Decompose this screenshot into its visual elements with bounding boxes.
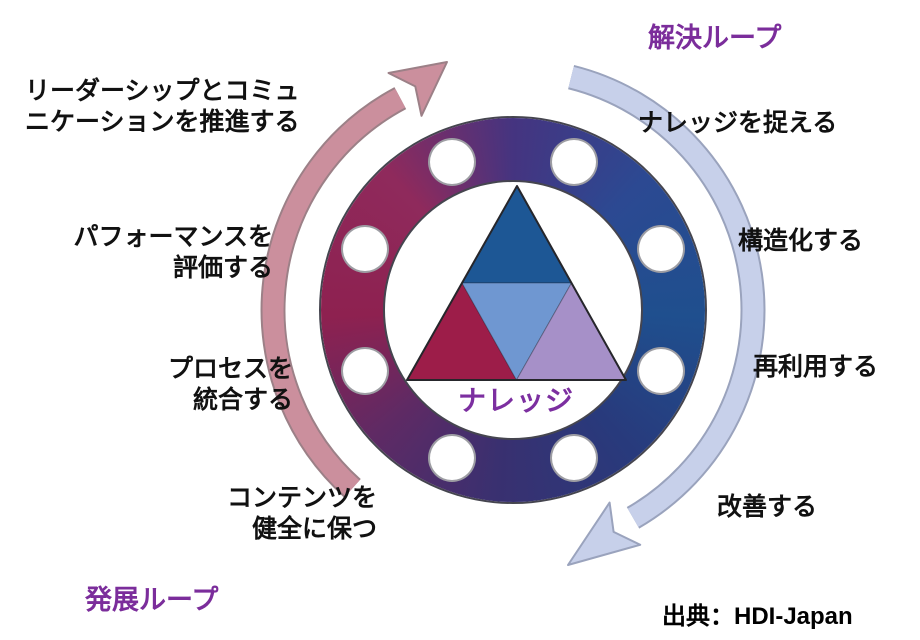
step-capture-knowledge: ナレッジを捉える [638,109,838,137]
source-credit: 出典：HDI-Japan [662,603,853,630]
step-structure: 構造化する [738,227,864,255]
evolve-loop-title: 発展ループ [85,585,219,615]
ring-hole-icon [427,138,476,187]
step-keep-content-healthy: コンテンツを 健全に保つ [226,484,377,543]
ring-hole-icon [550,433,599,482]
ring-hole-icon [427,433,476,482]
knowledge-label: ナレッジ [457,385,574,416]
solve-loop-title: 解決ループ [648,23,782,53]
step-integrate-process: プロセスを 統合する [167,355,293,414]
ring-hole-icon [636,224,685,273]
step-evaluate-performance: パフォーマンスを 評価する [73,223,273,282]
ring-hole-icon [341,224,390,273]
step-improve: 改善する [717,493,818,521]
step-promote-leadership: リーダーシップとコミュ ニケーションを推進する [25,77,300,136]
ring-hole-icon [341,347,390,396]
ring-hole-icon [550,138,599,187]
step-reuse: 再利用する [753,353,879,381]
ring-hole-icon [636,347,685,396]
